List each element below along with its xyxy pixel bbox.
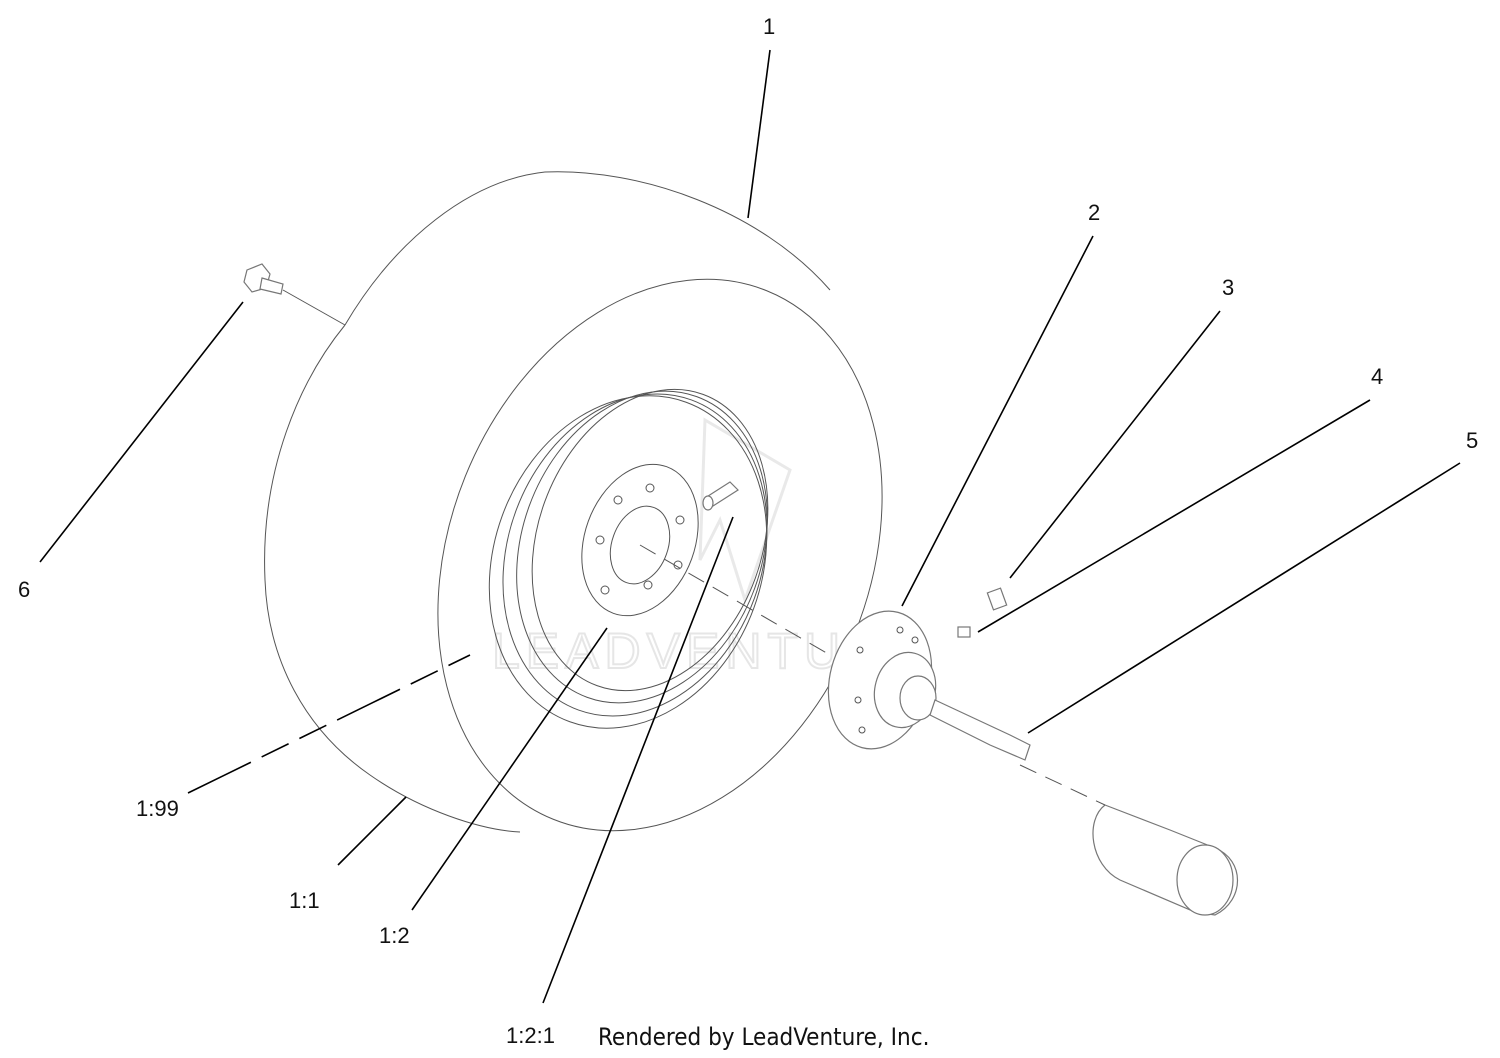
wheel-rim — [488, 388, 769, 729]
jam-nut — [957, 626, 971, 638]
axle-shaft — [1092, 804, 1238, 916]
callout-1-2-1: 1:2:1 — [506, 1023, 555, 1048]
callout-4: 4 — [1371, 364, 1383, 389]
set-screw — [986, 587, 1008, 611]
axle-key — [929, 699, 1031, 761]
tire — [264, 171, 883, 833]
watermark-logo-icon — [698, 417, 792, 605]
lug-holes — [595, 483, 685, 595]
callout-5: 5 — [1466, 428, 1478, 453]
callout-3: 3 — [1222, 275, 1234, 300]
callout-2: 2 — [1088, 200, 1100, 225]
callouts: 1 2 3 4 5 6 1:99 1:1 1:2 1:2:1 — [18, 14, 1478, 1048]
callout-1-2: 1:2 — [379, 923, 410, 948]
callout-1: 1 — [763, 14, 775, 39]
callout-6: 6 — [18, 577, 30, 602]
rendered-by-footer: Rendered by LeadVenture, Inc. — [598, 1023, 929, 1051]
callout-1-1: 1:1 — [289, 888, 320, 913]
wheel-hub — [827, 610, 937, 750]
valve-stem — [702, 481, 739, 511]
leader-lines — [39, 49, 1461, 1004]
lug-bolt — [243, 263, 284, 295]
callout-1-99: 1:99 — [136, 796, 179, 821]
